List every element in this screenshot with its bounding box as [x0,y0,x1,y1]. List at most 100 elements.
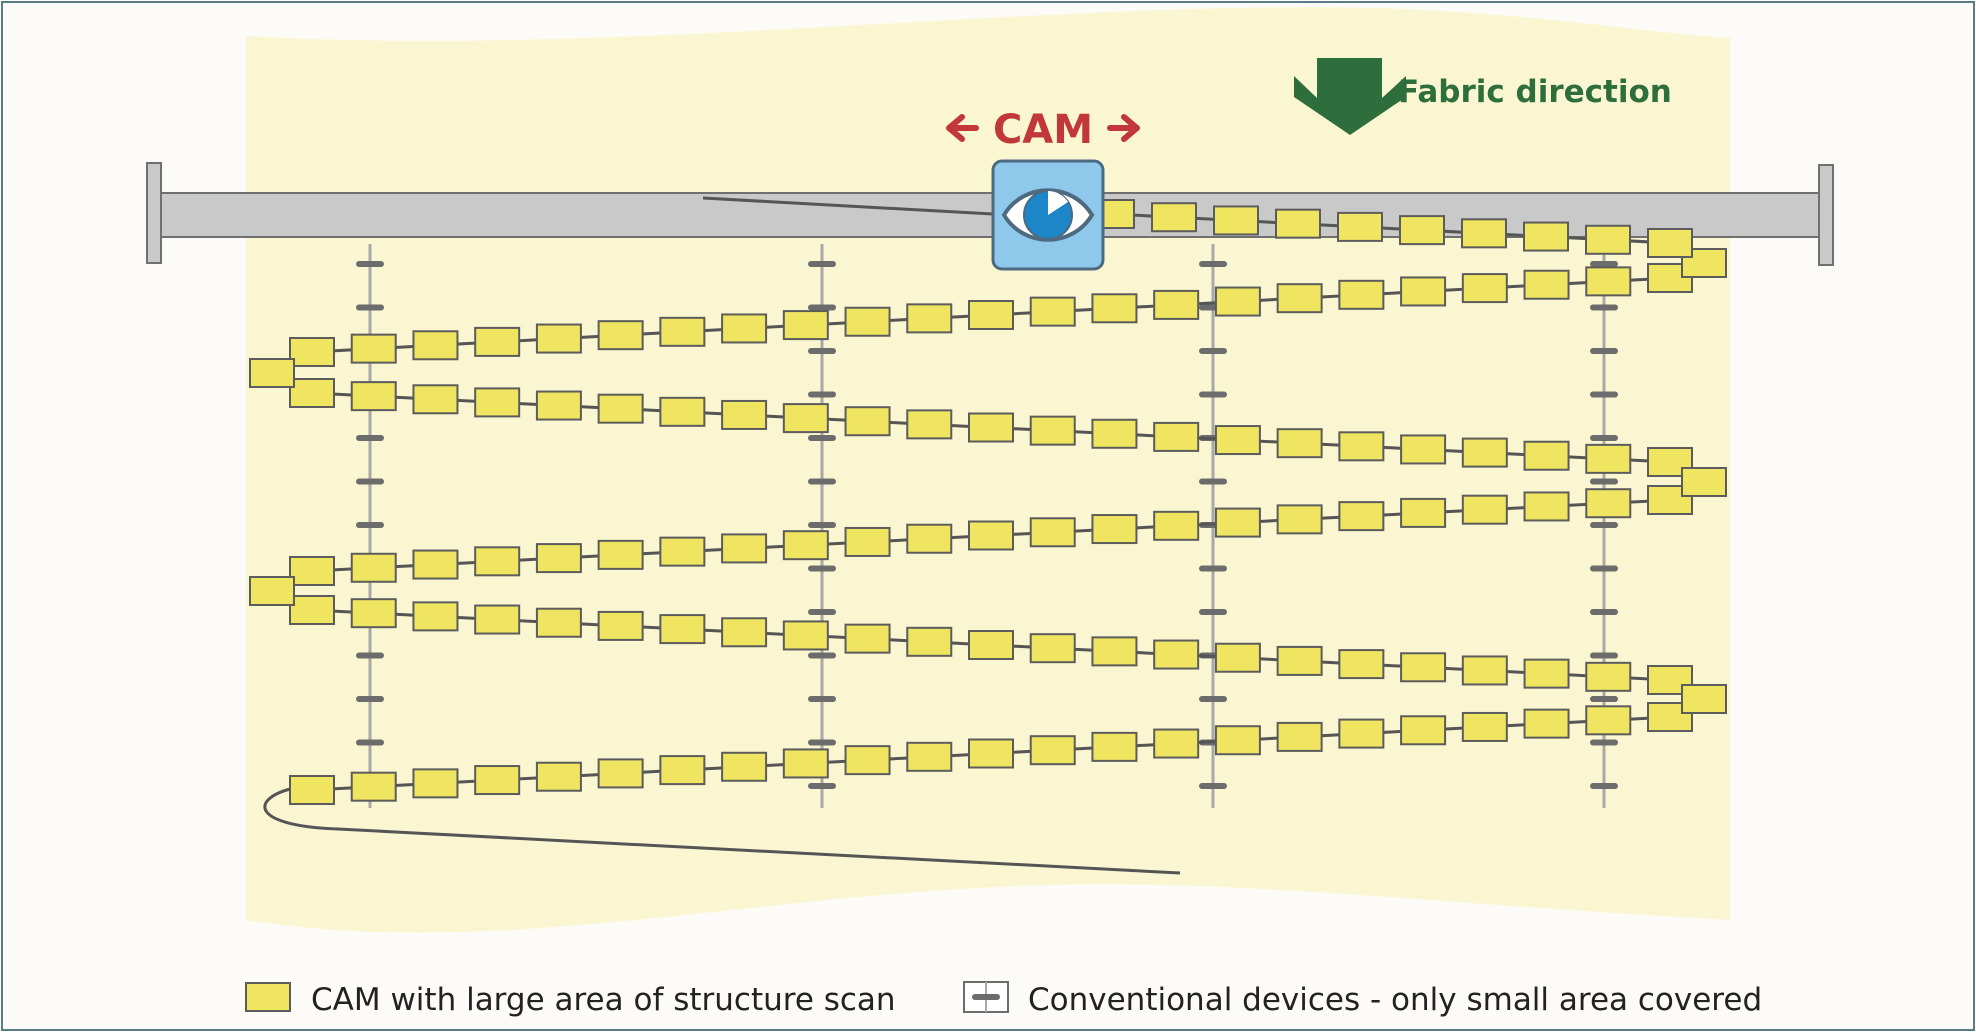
cam-sensor [597,320,644,351]
cam-sensor [1523,658,1570,689]
scan-row [289,485,1693,586]
cam-sensor [535,607,582,638]
cam-sensor [906,626,953,657]
cam-sensor [1214,507,1261,538]
cam-sensor [412,768,459,799]
cam-sensor [289,595,335,625]
conventional-device [808,244,836,808]
cam-sensor [844,306,891,337]
cam-sensor [968,520,1014,551]
cam-sensor [412,601,459,632]
cam-sensor [1276,721,1323,752]
cam-sensor [1214,725,1261,756]
legend-conventional-icon [963,981,1009,1013]
scan-row [289,263,1693,367]
cam-sensor [1275,208,1321,239]
cam-sensor [1153,510,1200,541]
cam-sensor [474,387,521,418]
cam-sensor [844,623,891,654]
cam-sensor [1399,215,1445,246]
cam-sensor [844,745,891,776]
cam-sensor [535,543,582,574]
cam-sensor [1585,443,1632,474]
cam-sensor [1461,655,1508,686]
cam-sensor [1585,488,1632,519]
camera-unit[interactable] [991,159,1105,271]
cam-sensor [412,384,459,415]
cam-sensor [1029,735,1076,766]
cam-sensor [1461,494,1508,525]
cam-sensor [535,761,582,792]
camera-cable [702,196,994,216]
cam-sensor [968,412,1014,443]
cam-sensor [1214,642,1261,673]
cam-sensor [249,576,295,606]
cam-sensor [412,330,459,361]
cam-sensor [782,748,829,779]
arrow-left-icon [946,114,979,142]
arrow-right-icon [1107,114,1140,142]
cam-sensor [1091,636,1138,667]
cam-sensor [289,556,335,586]
cam-sensor [906,523,953,554]
cam-sensor [1153,421,1200,452]
cam-sensor [1523,708,1570,739]
cam-sensor [1338,279,1385,310]
cam-sensor [1523,440,1570,471]
cam-sensor [1585,224,1631,255]
cam-sensor [906,409,953,440]
cam-sensor [1151,202,1197,233]
cam-sensor [1647,228,1693,258]
cam-sensor [350,598,397,629]
cam-sensor [782,530,829,561]
cam-sensor [474,326,521,357]
cam-sensor [1338,431,1385,462]
cam-sensor [1153,639,1200,670]
cam-sensor [659,316,706,347]
cam-sensor [1276,504,1323,535]
legend: CAM with large area of structure scan Co… [245,981,1762,1018]
cam-sensor [1091,293,1138,324]
cam-label: CAM [993,107,1093,153]
cam-sensor [1029,296,1076,327]
scan-row [1089,199,1693,258]
cam-sensor [968,300,1014,330]
cam-sensor [350,381,397,412]
legend-conventional-label: Conventional devices - only small area c… [1028,982,1762,1018]
cam-sensor [1276,428,1323,459]
fabric-sheet [246,6,1730,933]
cam-sensor [1214,425,1261,456]
cam-sensor [597,539,644,570]
cam-sensor [1461,437,1508,468]
cam-sensor [1585,661,1632,692]
cam-sensor [412,549,459,580]
cam-sensor [1214,286,1261,317]
cam-sensor [1681,467,1727,497]
legend-cam-swatch [245,982,291,1012]
cam-sensor [1029,517,1076,548]
cam-sensor [844,526,891,557]
cam-sensor [721,751,768,782]
cam-sensor [906,303,953,334]
cam-sensor [1091,731,1138,762]
cam-sensor [535,390,582,421]
cam-sensor [474,546,521,577]
cam-move-icon [946,114,1140,142]
scan-row [289,595,1693,695]
cam-sensor [289,337,335,367]
cam-sensor [1276,283,1323,314]
cam-sensor [1091,514,1138,545]
cam-sensor [721,617,768,648]
cam-sensor [1400,276,1447,307]
cam-sensor [289,775,335,805]
cam-sensor [1523,491,1570,522]
cam-sensor [1276,645,1323,676]
rail-right-cap [1818,164,1834,266]
return-cable [263,787,1181,875]
cam-sensor [659,536,706,567]
cam-sensor [1461,218,1507,249]
cam-sensor [474,604,521,635]
cam-sensor [1461,273,1508,304]
cam-sensor [721,399,768,430]
